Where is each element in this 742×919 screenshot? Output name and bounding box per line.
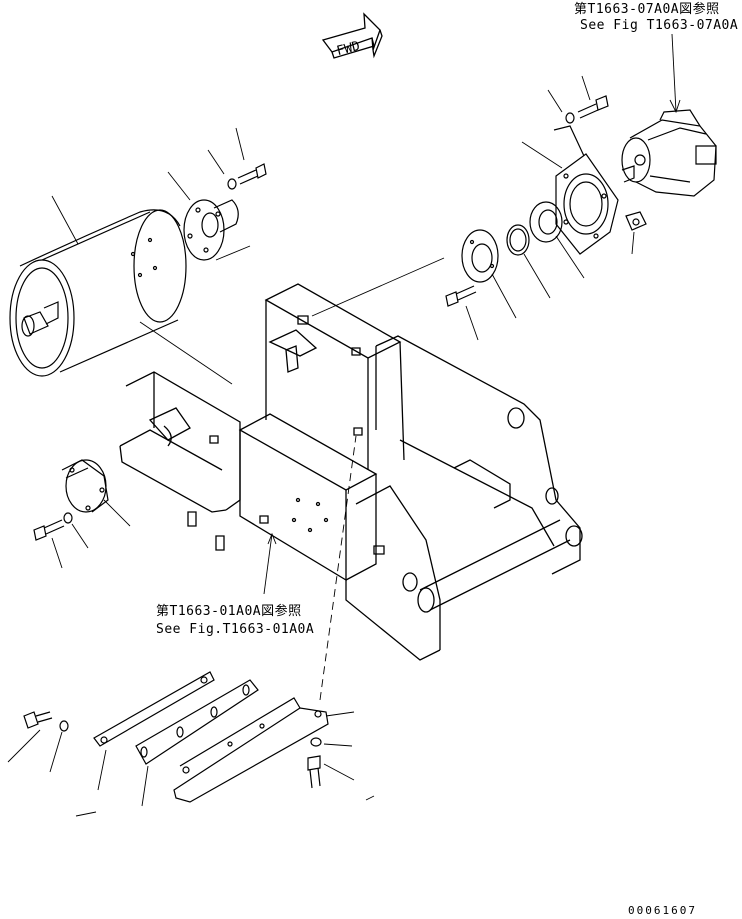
washer-bottom-left <box>60 721 68 731</box>
seal-ring <box>507 225 529 255</box>
washer-motor <box>566 113 574 123</box>
reference-middle-jp: 第T1663-01A0A図参照 <box>156 604 302 619</box>
hub-flange <box>184 200 238 260</box>
guard-plate-2 <box>136 680 258 764</box>
bolt-hub <box>238 164 266 184</box>
leader-lines <box>8 34 680 816</box>
washer-bottom-right <box>311 738 321 746</box>
fwd-arrow-label: FWD <box>335 39 362 59</box>
washer-hub <box>228 179 236 189</box>
drive-hub <box>62 460 108 512</box>
guard-plate-3 <box>174 698 328 802</box>
bracket-line <box>554 126 584 156</box>
washer-left <box>64 513 72 523</box>
hydraulic-motor <box>622 110 716 196</box>
reference-top-en: See Fig T1663-07A0A <box>580 18 739 33</box>
reference-middle-en: See Fig.T1663-01A0A <box>156 622 315 637</box>
fwd-arrow <box>323 14 382 58</box>
bolt-motor <box>578 96 608 118</box>
drum-roller <box>10 210 186 376</box>
bolt-bottom-right <box>308 756 320 788</box>
figure-code: 00061607 <box>628 904 697 917</box>
cover-plate <box>462 230 498 282</box>
bolt-bottom-left <box>24 712 52 728</box>
bearing-housing <box>556 154 618 254</box>
reference-top-jp: 第T1663-07A0A図参照 <box>574 2 720 17</box>
main-frame <box>120 284 582 660</box>
fitting <box>626 212 646 230</box>
guard-plate-1 <box>94 672 214 746</box>
bolt-left <box>34 520 64 540</box>
bearing <box>530 202 562 242</box>
bolt-cover <box>446 286 476 306</box>
